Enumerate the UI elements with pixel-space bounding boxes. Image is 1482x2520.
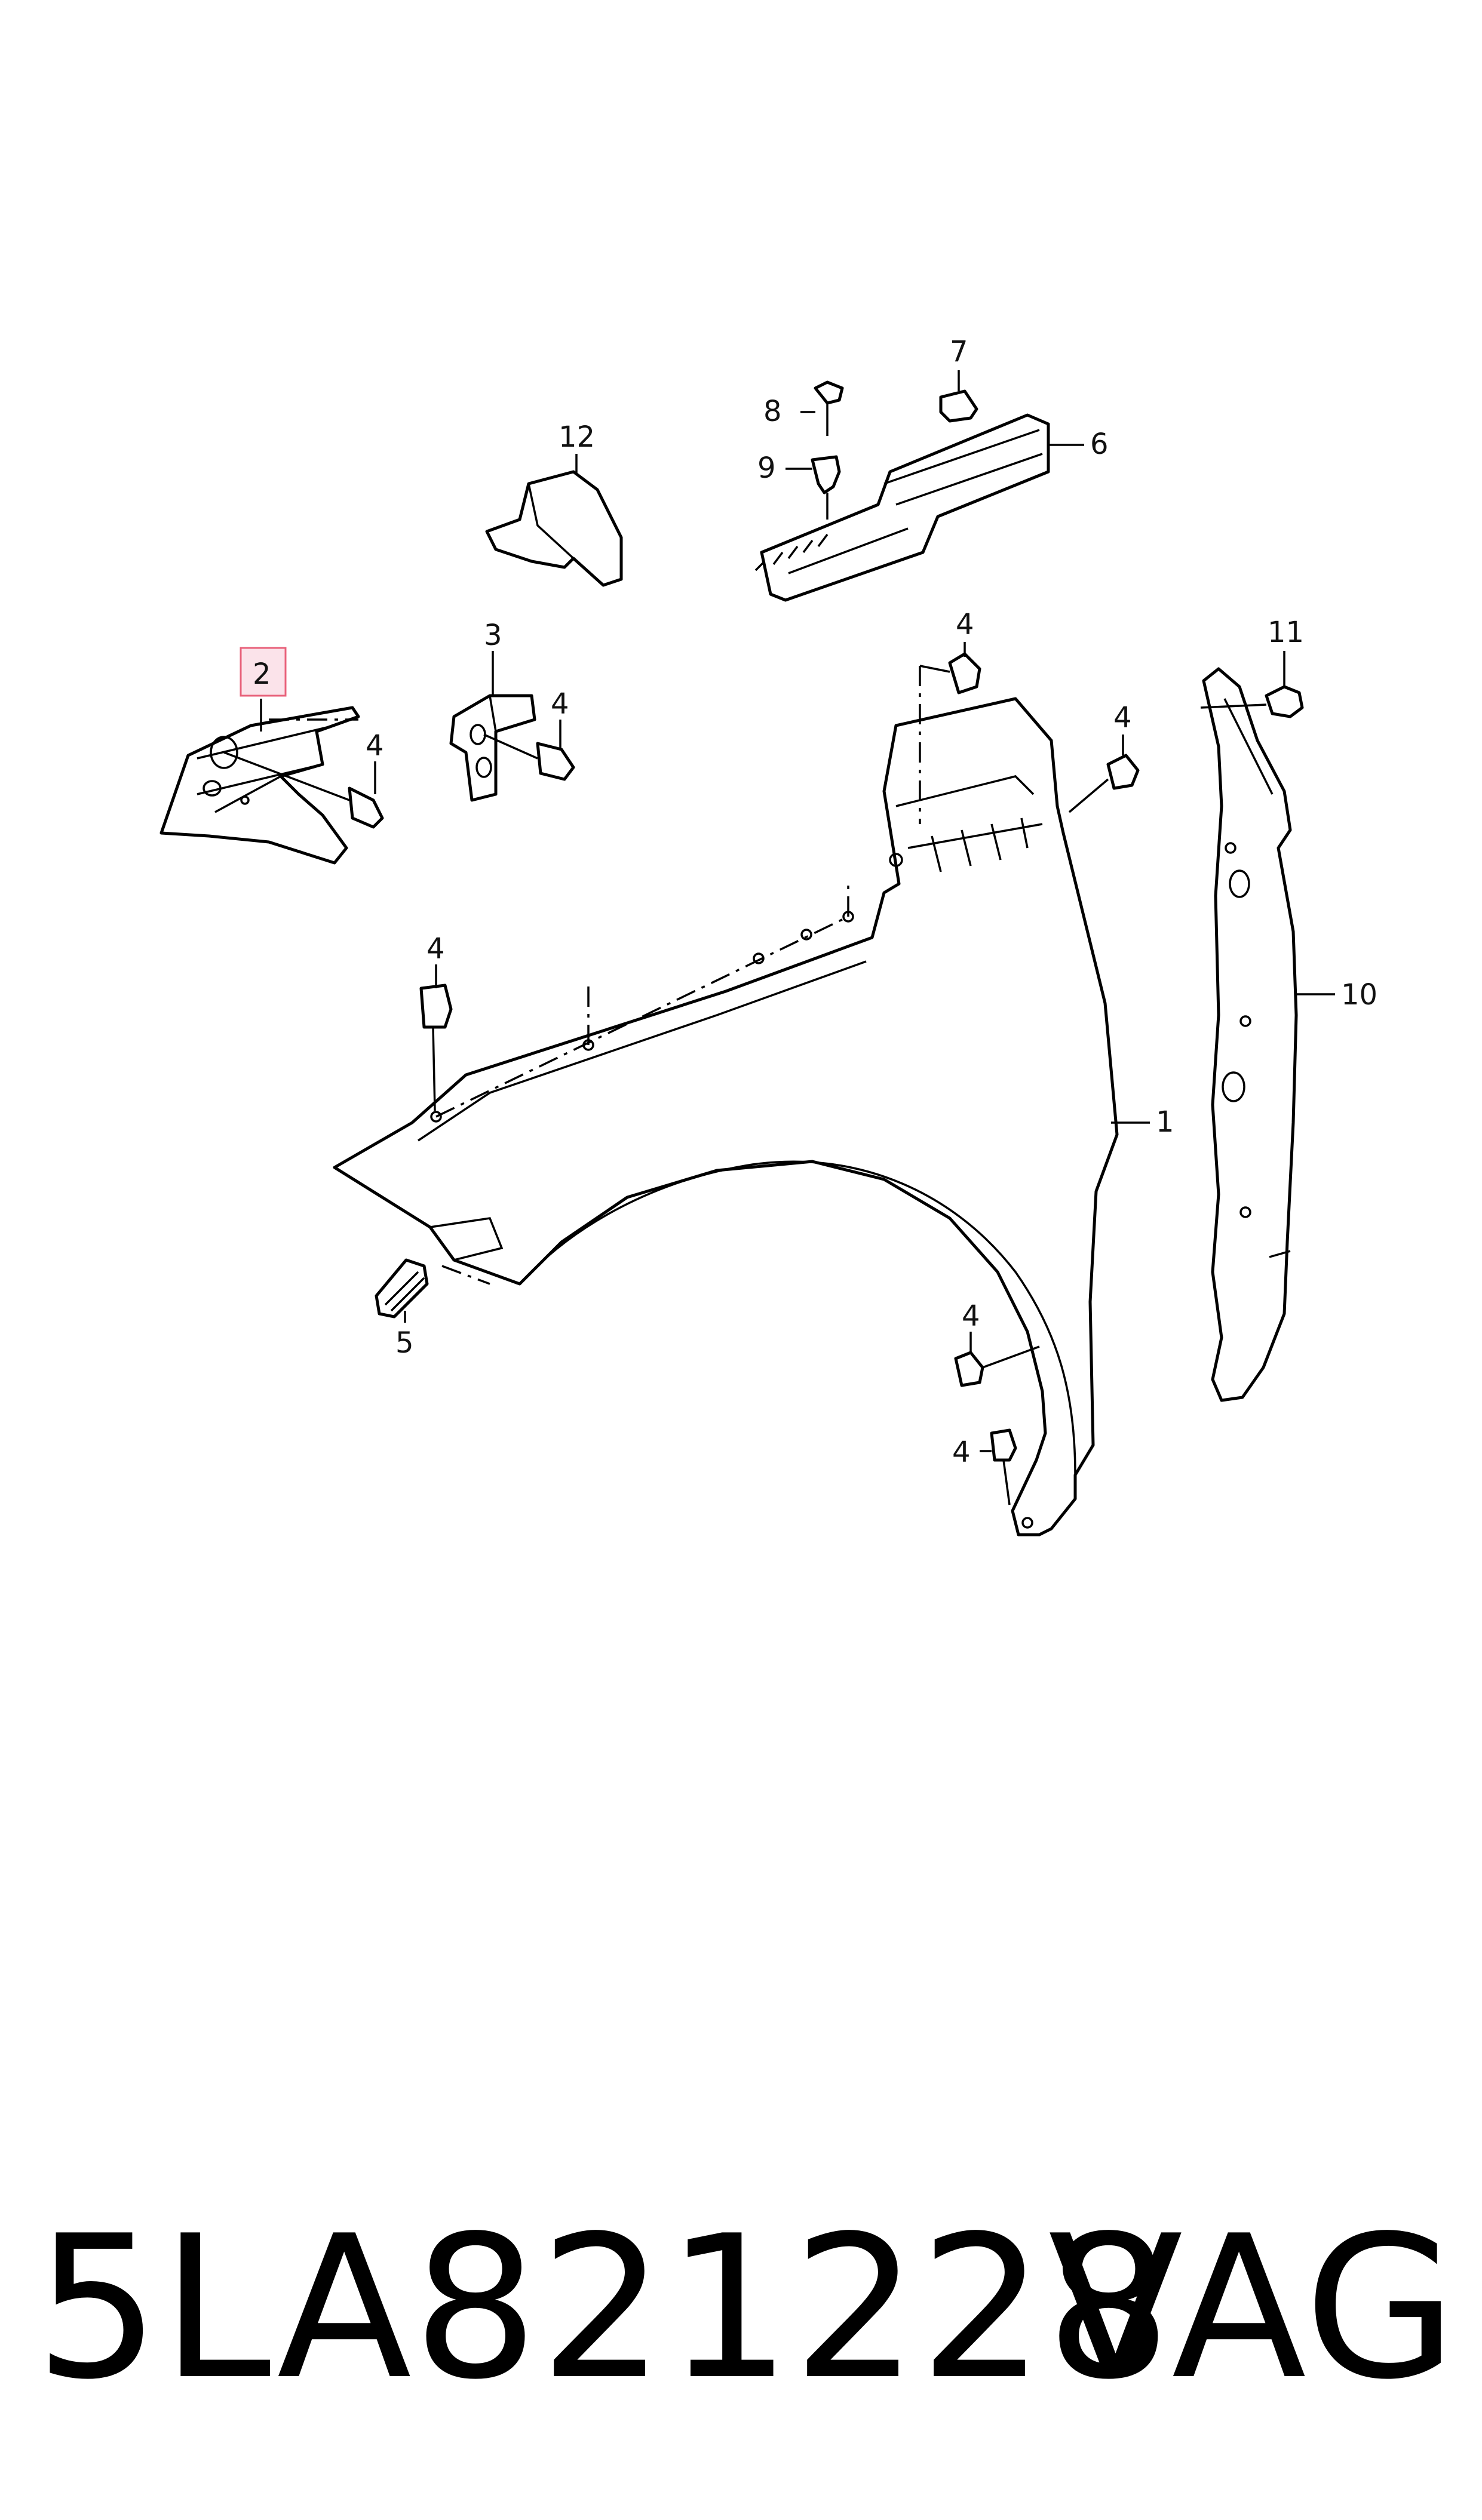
callout-5[interactable]: 5 (395, 1326, 414, 1360)
part-2-bracket (159, 706, 360, 865)
bolt-4-a (223, 751, 384, 829)
bolt-4-c (419, 984, 453, 1111)
callout-4-e[interactable]: 4 (1113, 701, 1132, 735)
callout-12[interactable]: 12 (559, 420, 595, 454)
callout-10[interactable]: 10 (1341, 978, 1377, 1012)
callout-4-d[interactable]: 4 (956, 608, 974, 641)
stud-5 (375, 1258, 429, 1319)
part-3-bracket (449, 694, 536, 802)
nut-9 (811, 455, 841, 520)
clip-7 (939, 389, 978, 423)
callout-4-f[interactable]: 4 (962, 1299, 980, 1333)
part-10-seal (1202, 667, 1298, 1402)
callout-4-a[interactable]: 4 (366, 729, 384, 763)
bolt-4-d (919, 652, 981, 694)
brand-name: VAG (1048, 2193, 1458, 2423)
callout-2-highlight-box (240, 647, 287, 697)
callout-6[interactable]: 6 (1090, 428, 1109, 461)
bolt-4-f (954, 1345, 1040, 1387)
callout-2[interactable]: 2 (253, 657, 271, 691)
callout-4-g[interactable]: 4 (952, 1436, 971, 1469)
bolt-4-b (483, 733, 575, 781)
callout-4-b[interactable]: 4 (551, 687, 569, 721)
part-1-fender (333, 697, 1119, 1536)
callout-4-c[interactable]: 4 (427, 932, 445, 966)
screw-8 (814, 380, 844, 436)
bolt-4-g (990, 1428, 1017, 1505)
callout-7[interactable]: 7 (950, 335, 968, 368)
part-12-cover (485, 470, 623, 587)
part-6-trim-strip (754, 413, 1050, 602)
callout-1[interactable]: 1 (1156, 1105, 1174, 1139)
callout-3[interactable]: 3 (484, 619, 502, 652)
part-number: 5LA821228 (35, 2193, 1173, 2423)
bolt-4-e (1068, 754, 1140, 813)
callout-11[interactable]: 11 (1268, 616, 1304, 649)
callout-9[interactable]: 9 (757, 451, 776, 485)
leaders (260, 370, 1335, 1452)
assembly-lines (269, 666, 921, 1285)
callout-8[interactable]: 8 (763, 395, 782, 428)
